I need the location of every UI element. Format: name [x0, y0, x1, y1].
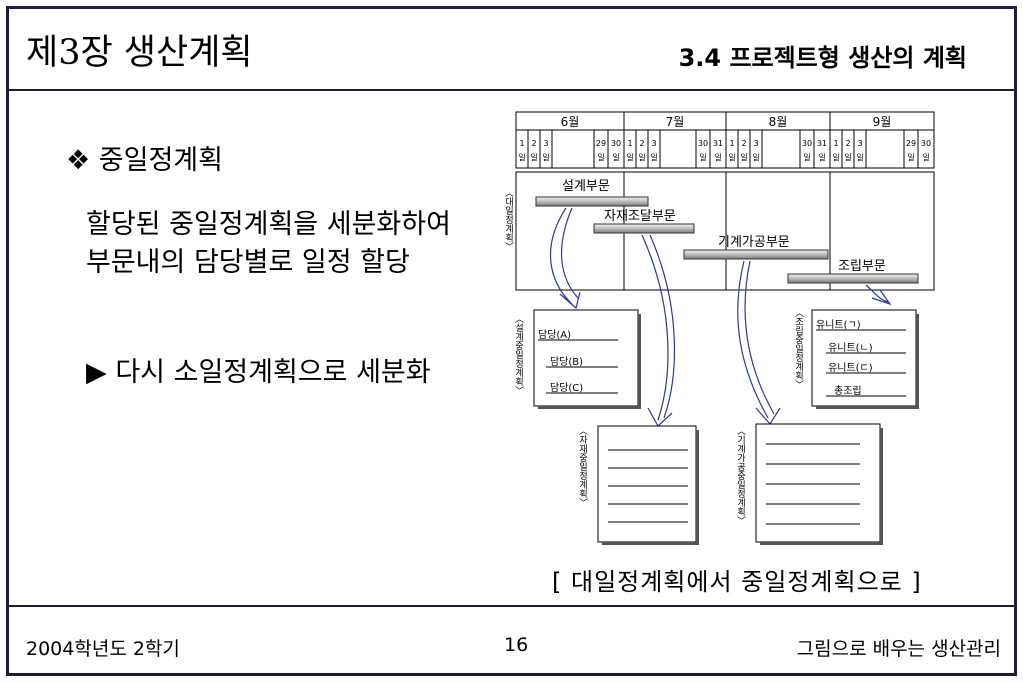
day-label: 1 — [519, 139, 524, 148]
bar-machining — [683, 249, 829, 260]
bar-material — [593, 223, 695, 234]
day-label: 2 — [639, 139, 644, 148]
day-label: 30 — [698, 139, 708, 148]
day-label: 29 — [906, 139, 916, 148]
section-title: 3.4 프로젝트형 생산의 계획 — [678, 44, 967, 72]
day-suffix: 일 — [542, 153, 549, 162]
day-suffix: 일 — [922, 153, 929, 162]
bar-label-material: 자재조달부문 — [604, 209, 676, 224]
assembly-item: 유니트(ㄷ) — [828, 362, 873, 374]
bar-assembly — [787, 273, 919, 284]
paragraph-subdivide: ▶ 다시 소일정계획으로 세분화 — [86, 357, 431, 388]
footer-semester: 2004학년도 2학기 — [26, 638, 180, 660]
assembly-plan-card: 유니트(ㄱ) 유니트(ㄴ) 유니트(ㄷ) 총조립 — [811, 309, 919, 409]
day-label: 1 — [729, 139, 734, 148]
assembly-item: 총조립 — [834, 384, 862, 397]
day-cells-june: 1 2 3 29 30 일 일 일 일 일 — [518, 130, 621, 168]
material-plan-card — [597, 425, 699, 545]
day-suffix: 일 — [699, 153, 706, 162]
day-suffix: 일 — [714, 153, 721, 162]
machining-plan-label: 〈기계가공중일정계획〉 — [735, 426, 746, 525]
bullet-heading: ❖ 중일정계획 — [66, 145, 223, 176]
month-label: 7월 — [666, 115, 685, 129]
day-suffix: 일 — [638, 153, 645, 162]
assembly-plan-label: 〈조립중일정계획〉 — [793, 308, 804, 389]
design-item: 담당(A) — [538, 329, 571, 341]
day-cells-september: 1 2 3 29 30 일 일 일 일 일 — [832, 130, 931, 168]
bar-label-machining: 기계가공부문 — [718, 235, 790, 250]
day-suffix: 일 — [597, 153, 604, 162]
day-suffix: 일 — [907, 153, 914, 162]
day-label: 3 — [651, 139, 656, 148]
day-label: 1 — [833, 139, 838, 148]
day-cells-july: 1 2 3 30 31 일 일 일 일 일 — [626, 130, 723, 168]
day-suffix: 일 — [626, 153, 633, 162]
assembly-item: 유니트(ㄴ) — [828, 342, 873, 354]
chapter-title: 제3장 생산계획 — [26, 33, 253, 73]
slide-frame — [6, 6, 1017, 676]
machining-plan-card — [755, 423, 883, 545]
day-suffix: 일 — [740, 153, 747, 162]
day-label: 30 — [921, 139, 931, 148]
page-number: 16 — [504, 634, 529, 656]
day-label: 30 — [611, 139, 621, 148]
day-label: 3 — [543, 139, 548, 148]
bar-label-assembly: 조립부문 — [838, 259, 886, 274]
paragraph-allocation: 할당된 중일정계획을 세분화하여 부문내의 담당별로 일정 할당 — [86, 209, 451, 278]
day-suffix: 일 — [832, 153, 839, 162]
footer-book-title: 그림으로 배우는 생산관리 — [796, 638, 1001, 660]
month-label: 9월 — [873, 115, 892, 129]
schedule-diagram: 6월 7월 8월 9월 1 2 3 29 30 일 일 일 일 일 1 2 3 … — [503, 111, 935, 545]
day-label: 3 — [753, 139, 758, 148]
day-suffix: 일 — [803, 153, 810, 162]
month-header: 6월 7월 8월 9월 — [515, 111, 935, 169]
day-suffix: 일 — [856, 153, 863, 162]
day-label: 2 — [741, 139, 746, 148]
day-suffix: 일 — [518, 153, 525, 162]
day-suffix: 일 — [752, 153, 759, 162]
day-cells-august: 1 2 3 30 31 일 일 일 일 일 — [728, 130, 827, 168]
month-label: 6월 — [561, 115, 580, 129]
day-suffix: 일 — [818, 153, 825, 162]
day-label: 1 — [627, 139, 632, 148]
figure-caption: [ 대일정계획에서 중일정계획으로 ] — [552, 568, 922, 596]
day-suffix: 일 — [612, 153, 619, 162]
day-suffix: 일 — [728, 153, 735, 162]
bar-design — [535, 196, 649, 207]
day-suffix: 일 — [650, 153, 657, 162]
day-label: 29 — [596, 139, 606, 148]
day-label: 31 — [713, 139, 723, 148]
design-item: 담당(B) — [550, 356, 583, 368]
day-label: 2 — [845, 139, 850, 148]
day-label: 3 — [857, 139, 862, 148]
month-label: 8월 — [769, 115, 788, 129]
gantt-bars: 설계부문 자재조달부문 기계가공부문 조립부문 — [535, 179, 919, 284]
day-label: 30 — [802, 139, 812, 148]
day-label: 2 — [531, 139, 536, 148]
footer-divider — [9, 605, 1014, 607]
design-item: 담당(C) — [550, 382, 583, 394]
design-plan-label: 〈설계중일정계획〉 — [513, 314, 524, 395]
header-divider — [9, 89, 1014, 91]
material-plan-label: 〈자재중일정계획〉 — [577, 426, 588, 507]
bar-label-design: 설계부문 — [562, 179, 610, 194]
day-label: 31 — [817, 139, 827, 148]
major-schedule-area — [515, 171, 935, 291]
design-plan-card: 담당(A) 담당(B) 담당(C) — [533, 309, 641, 409]
assembly-item: 유니트(ㄱ) — [816, 319, 861, 331]
major-plan-label: 〈대일정계획〉 — [503, 188, 514, 251]
day-suffix: 일 — [530, 153, 537, 162]
day-suffix: 일 — [844, 153, 851, 162]
